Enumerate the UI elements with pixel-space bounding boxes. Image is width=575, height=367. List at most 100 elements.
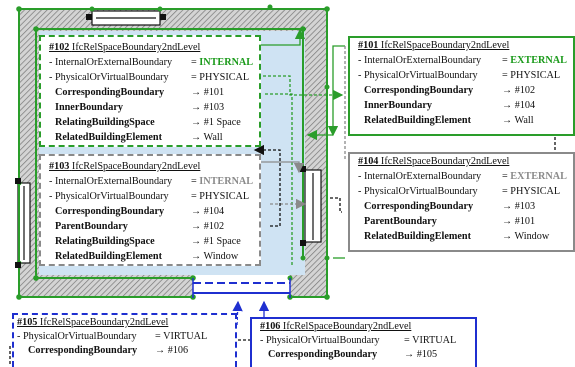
value-text: PHYSICAL bbox=[510, 70, 561, 81]
attribute-name: - PhysicalOrVirtualBoundary bbox=[358, 186, 478, 197]
attribute-value: = INTERNAL bbox=[191, 57, 253, 69]
boundary-class: IfcRelSpaceBoundary2ndLevel bbox=[39, 317, 169, 328]
value-text: PHYSICAL bbox=[199, 72, 250, 83]
attribute-value: = INTERNAL bbox=[191, 176, 253, 188]
attribute-value: = PHYSICAL bbox=[502, 186, 560, 198]
attribute-name: - InternalOrExternalBoundary bbox=[358, 55, 482, 66]
boundary-id: #105 bbox=[17, 317, 38, 328]
relation-name: CorrespondingBoundary bbox=[28, 345, 138, 356]
relation-target: → #102 bbox=[191, 221, 225, 232]
value-text: PHYSICAL bbox=[510, 186, 561, 197]
value-text: VIRTUAL bbox=[412, 335, 457, 346]
relation-name: CorrespondingBoundary bbox=[55, 206, 165, 217]
boundary-box-104: #104 IfcRelSpaceBoundary2ndLevel - Intern… bbox=[348, 152, 575, 252]
relation-name: RelatedBuildingElement bbox=[364, 231, 471, 242]
equals-sign: = bbox=[155, 331, 161, 342]
relation-name: InnerBoundary bbox=[364, 100, 432, 111]
relation-target: → #1 Space bbox=[191, 236, 241, 247]
relation-target: → #101 bbox=[502, 216, 536, 227]
equals-sign: = bbox=[191, 176, 197, 187]
boundary-box-103: #103 IfcRelSpaceBoundary2ndLevel - Intern… bbox=[39, 154, 261, 266]
attribute-name: - PhysicalOrVirtualBoundary bbox=[358, 70, 478, 81]
right-window bbox=[304, 169, 322, 243]
value-text: EXTERNAL bbox=[510, 55, 567, 66]
boundary-box-106: #106 IfcRelSpaceBoundary2ndLevel - Physic… bbox=[250, 317, 477, 367]
boundary-class: IfcRelSpaceBoundary2ndLevel bbox=[380, 40, 510, 51]
attribute-value: = PHYSICAL bbox=[191, 72, 249, 84]
relation-target: → #105 bbox=[404, 349, 438, 360]
boundary-class: IfcRelSpaceBoundary2ndLevel bbox=[71, 42, 201, 53]
value-text: INTERNAL bbox=[199, 57, 254, 68]
relation-name: CorrespondingBoundary bbox=[268, 349, 378, 360]
attribute-value: = EXTERNAL bbox=[502, 171, 567, 183]
attribute-name: - InternalOrExternalBoundary bbox=[49, 57, 173, 68]
attribute-value: = PHYSICAL bbox=[191, 191, 249, 203]
relation-target: → #103 bbox=[191, 102, 225, 113]
relation-target: → Window bbox=[191, 251, 239, 262]
relation-name: RelatingBuildingSpace bbox=[55, 117, 155, 128]
attribute-value: = PHYSICAL bbox=[502, 70, 560, 82]
attribute-name: - PhysicalOrVirtualBoundary bbox=[260, 335, 380, 346]
boundary-title: #103 IfcRelSpaceBoundary2ndLevel bbox=[49, 161, 200, 173]
attribute-name: - PhysicalOrVirtualBoundary bbox=[49, 72, 169, 83]
relation-target: → #104 bbox=[191, 206, 225, 217]
equals-sign: = bbox=[502, 70, 508, 81]
boundary-title: #106 IfcRelSpaceBoundary2ndLevel bbox=[260, 321, 411, 333]
relation-name: RelatingBuildingSpace bbox=[55, 236, 155, 247]
attribute-name: - InternalOrExternalBoundary bbox=[49, 176, 173, 187]
attribute-name: - PhysicalOrVirtualBoundary bbox=[17, 331, 137, 342]
left-window bbox=[17, 182, 31, 264]
boundary-box-105: #105 IfcRelSpaceBoundary2ndLevel - Physic… bbox=[12, 313, 237, 367]
boundary-id: #102 bbox=[49, 42, 70, 53]
boundary-box-102: #102 IfcRelSpaceBoundary2ndLevel - Intern… bbox=[39, 35, 261, 147]
boundary-title: #101 IfcRelSpaceBoundary2ndLevel bbox=[358, 40, 509, 52]
value-text: PHYSICAL bbox=[199, 191, 250, 202]
attribute-value: = VIRTUAL bbox=[155, 331, 207, 343]
attribute-name: - PhysicalOrVirtualBoundary bbox=[49, 191, 169, 202]
value-text: EXTERNAL bbox=[510, 171, 567, 182]
relation-target: → Window bbox=[502, 231, 550, 242]
relation-name: RelatedBuildingElement bbox=[55, 251, 162, 262]
attribute-value: = VIRTUAL bbox=[404, 335, 456, 347]
relation-name: RelatedBuildingElement bbox=[55, 132, 162, 143]
boundary-title: #102 IfcRelSpaceBoundary2ndLevel bbox=[49, 42, 200, 54]
green-boundaries bbox=[18, 8, 328, 298]
value-text: VIRTUAL bbox=[163, 331, 208, 342]
boundary-id: #106 bbox=[260, 321, 281, 332]
equals-sign: = bbox=[191, 191, 197, 202]
boundary-class: IfcRelSpaceBoundary2ndLevel bbox=[282, 321, 412, 332]
boundary-box-101: #101 IfcRelSpaceBoundary2ndLevel - Intern… bbox=[348, 36, 575, 136]
boundary-title: #105 IfcRelSpaceBoundary2ndLevel bbox=[17, 317, 168, 329]
boundary-title: #104 IfcRelSpaceBoundary2ndLevel bbox=[358, 156, 509, 168]
value-text: INTERNAL bbox=[199, 176, 254, 187]
relation-target: → #103 bbox=[502, 201, 536, 212]
attribute-name: - InternalOrExternalBoundary bbox=[358, 171, 482, 182]
equals-sign: = bbox=[191, 72, 197, 83]
relation-target: → #106 bbox=[155, 345, 189, 356]
equals-sign: = bbox=[502, 186, 508, 197]
boundary-id: #104 bbox=[358, 156, 379, 167]
relation-target: → #101 bbox=[191, 87, 225, 98]
boundary-class: IfcRelSpaceBoundary2ndLevel bbox=[380, 156, 510, 167]
boundary-id: #103 bbox=[49, 161, 70, 172]
relation-target: → #1 Space bbox=[191, 117, 241, 128]
equals-sign: = bbox=[502, 55, 508, 66]
relation-target: → Wall bbox=[191, 132, 223, 143]
equals-sign: = bbox=[404, 335, 410, 346]
relation-name: RelatedBuildingElement bbox=[364, 115, 471, 126]
relation-name: ParentBoundary bbox=[364, 216, 437, 227]
boundary-class: IfcRelSpaceBoundary2ndLevel bbox=[71, 161, 201, 172]
equals-sign: = bbox=[502, 171, 508, 182]
relation-name: CorrespondingBoundary bbox=[364, 85, 474, 96]
boundary-id: #101 bbox=[358, 40, 379, 51]
relation-target: → #102 bbox=[502, 85, 536, 96]
relation-name: CorrespondingBoundary bbox=[55, 87, 165, 98]
relation-name: CorrespondingBoundary bbox=[364, 201, 474, 212]
virtual-opening bbox=[192, 278, 291, 298]
relation-target: → Wall bbox=[502, 115, 534, 126]
relation-name: ParentBoundary bbox=[55, 221, 128, 232]
relation-name: InnerBoundary bbox=[55, 102, 123, 113]
attribute-value: = EXTERNAL bbox=[502, 55, 567, 67]
top-window bbox=[91, 10, 161, 26]
relation-target: → #104 bbox=[502, 100, 536, 111]
